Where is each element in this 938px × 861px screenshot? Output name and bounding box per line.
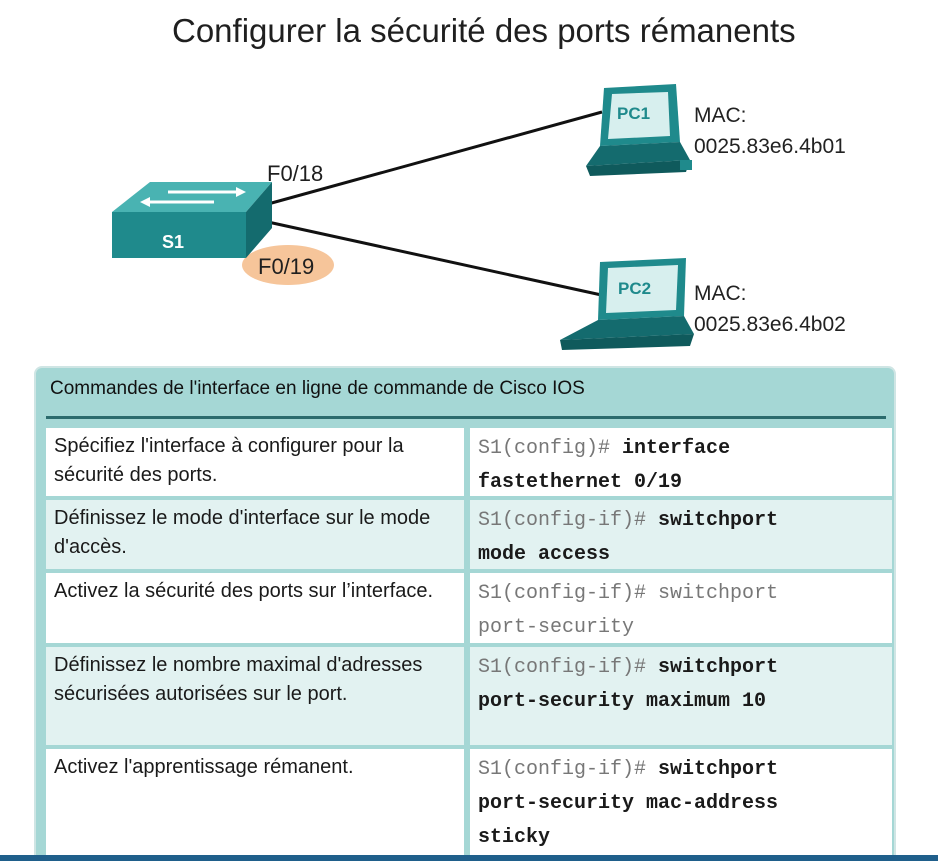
command-description: Activez la sécurité des ports sur l’inte… (46, 573, 464, 643)
pc1-mac-info: MAC: 0025.83e6.4b01 (694, 100, 846, 162)
command-description: Spécifiez l'interface à configurer pour … (46, 428, 464, 496)
bottom-bar (0, 855, 938, 861)
table-row: Activez l'apprentissage rémanent. S1(con… (46, 749, 892, 857)
cli-command: switchport (658, 509, 779, 532)
switch-s1-icon: S1 (112, 182, 272, 258)
table-row: Activez la sécurité des ports sur l’inte… (46, 573, 892, 643)
command-syntax: S1(config-if)# switchport port-security … (470, 647, 892, 745)
command-syntax: S1(config)# interface fastethernet 0/19 (470, 428, 892, 496)
cli-command-cont: port-security (478, 616, 635, 639)
cli-command-cont: port-security maximum 10 (478, 690, 767, 713)
cli-command-cont: mode access (478, 543, 611, 566)
network-topology-diagram: S1 PC1 PC2 (112, 84, 694, 350)
cli-command: switchport (658, 758, 779, 781)
command-description: Définissez le nombre maximal d'adresses … (46, 647, 464, 745)
pc2-mac-label: MAC: (694, 282, 747, 305)
command-description: Définissez le mode d'interface sur le mo… (46, 500, 464, 569)
pc2-mac-info: MAC: 0025.83e6.4b02 (694, 278, 846, 340)
pc2-label: PC2 (618, 279, 651, 298)
commands-panel-header: Commandes de l'interface en ligne de com… (50, 378, 585, 399)
port-f018-label: F0/18 (267, 161, 324, 186)
command-syntax: S1(config-if)# switchport port-security (470, 573, 892, 643)
switch-label: S1 (162, 232, 184, 252)
cli-prompt: S1(config-if)# (478, 656, 647, 679)
commands-panel: Commandes de l'interface en ligne de com… (34, 366, 896, 861)
pc1-label: PC1 (617, 104, 650, 123)
cli-prompt: S1(config-if)# (478, 582, 647, 605)
table-row: Définissez le mode d'interface sur le mo… (46, 500, 892, 569)
cli-command: switchport (658, 582, 779, 605)
cli-prompt: S1(config)# (478, 437, 611, 460)
pc1-mac-label: MAC: (694, 104, 747, 127)
cli-prompt: S1(config-if)# (478, 509, 647, 532)
table-row: Définissez le nombre maximal d'adresses … (46, 647, 892, 745)
link-s1-pc1 (267, 110, 603, 206)
pc2-mac-address: 0025.83e6.4b02 (694, 313, 846, 336)
command-description: Activez l'apprentissage rémanent. (46, 749, 464, 857)
cli-command-cont: fastethernet 0/19 (478, 471, 683, 494)
cli-command: interface (622, 437, 731, 460)
port-f019-label: F0/19 (258, 254, 315, 279)
cli-command: switchport (658, 656, 779, 679)
header-divider (46, 416, 886, 419)
cli-command-cont: port-security mac-address (478, 792, 779, 815)
port-f019-highlight (242, 245, 334, 285)
command-syntax: S1(config-if)# switchport port-security … (470, 749, 892, 857)
pc2-icon: PC2 (560, 258, 694, 350)
table-row: Spécifiez l'interface à configurer pour … (46, 428, 892, 496)
pc1-mac-address: 0025.83e6.4b01 (694, 135, 846, 158)
pc1-icon: PC1 (586, 84, 692, 176)
cli-command-cont: sticky (478, 826, 551, 849)
cli-prompt: S1(config-if)# (478, 758, 647, 781)
link-s1-pc2 (267, 220, 607, 298)
page-title: Configurer la sécurité des ports rémanen… (172, 12, 796, 49)
command-syntax: S1(config-if)# switchport mode access (470, 500, 892, 569)
